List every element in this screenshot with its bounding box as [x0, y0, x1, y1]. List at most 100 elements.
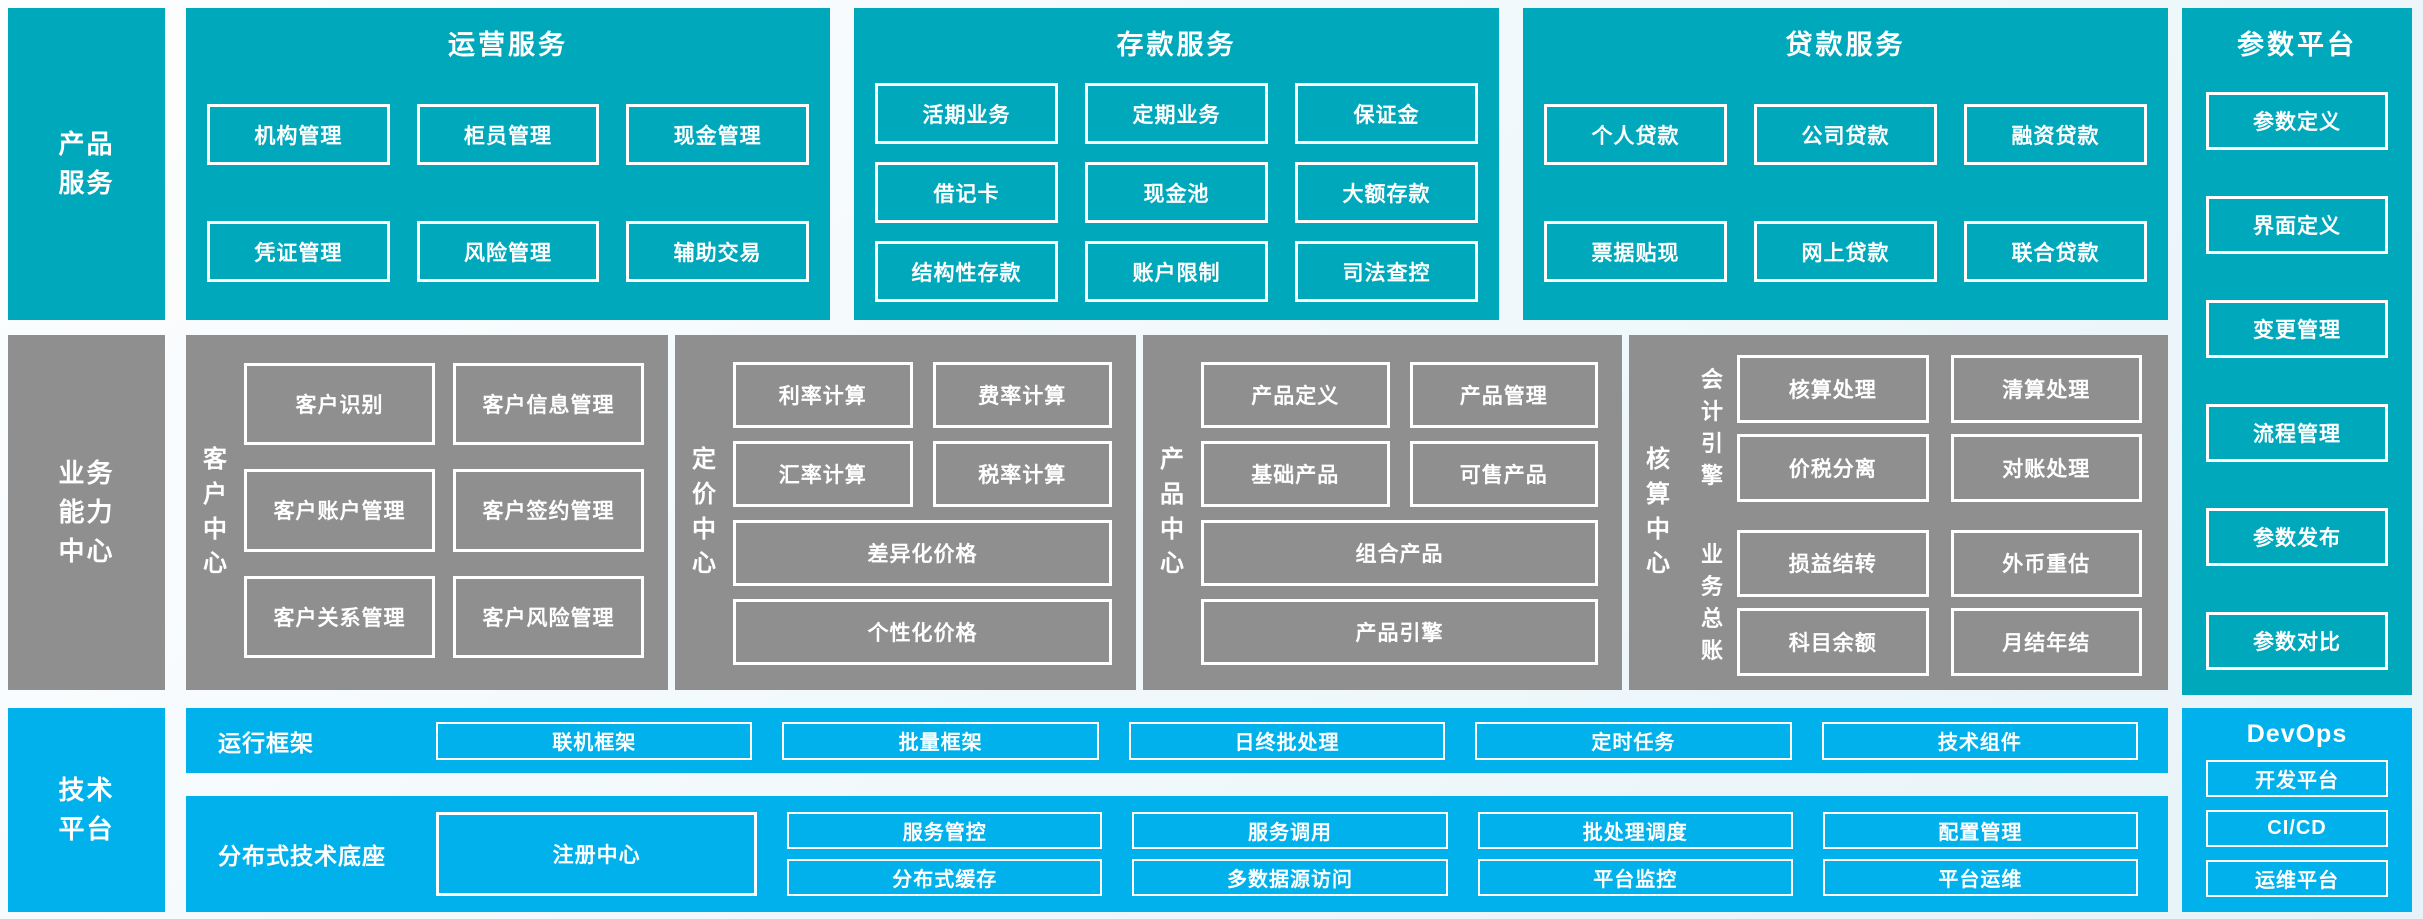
diagram-box: 损益结转 — [1737, 529, 1929, 598]
diagram-box: 客户信息管理 — [453, 363, 644, 446]
vertical-label-accounting-center: 核算中心 — [1646, 445, 1670, 578]
accounting-group-ledger: 业务总账 损益结转 外币重估 科目余额 月结年结 — [1687, 529, 2142, 676]
diagram-box: 服务调用 — [1132, 812, 1448, 849]
diagram-box: 辅助交易 — [626, 221, 809, 282]
accounting-groups: 会计引擎 核算处理 清算处理 价税分离 对账处理 业务总账 损益结转 外币重估 … — [1687, 335, 2168, 690]
pricing-center-grid: 利率计算 费率计算 汇率计算 税率计算 差异化价格 个性化价格 — [733, 335, 1136, 690]
band-distributed-base: 分布式技术底座 注册中心 服务管控 分布式缓存 服务调用 多数据源访问 批处理调… — [186, 796, 2168, 912]
section-title-devops: DevOps — [2246, 720, 2348, 748]
section-operations: 运营服务 机构管理 柜员管理 现金管理 凭证管理 风险管理 辅助交易 — [186, 8, 830, 320]
diagram-box: 配置管理 — [1822, 812, 2139, 849]
diagram-box: 产品引擎 — [1201, 599, 1598, 665]
vertical-label-product-center: 产品中心 — [1160, 445, 1184, 578]
distributed-col: 配置管理 平台运维 — [1822, 812, 2139, 896]
diagram-box: 差异化价格 — [733, 520, 1112, 586]
diagram-box: 平台运维 — [1822, 859, 2139, 896]
parameter-platform-stack: 参数定义 界面定义 变更管理 流程管理 参数发布 参数对比 — [2182, 92, 2412, 670]
operations-grid: 机构管理 柜员管理 现金管理 凭证管理 风险管理 辅助交易 — [186, 104, 830, 282]
diagram-box: 运维平台 — [2206, 860, 2388, 897]
distributed-col: 服务调用 多数据源访问 — [1132, 812, 1448, 896]
diagram-box: 定期业务 — [1085, 83, 1268, 144]
distributed-base-items: 注册中心 服务管控 分布式缓存 服务调用 多数据源访问 批处理调度 平台监控 配… — [436, 812, 2168, 896]
product-center-label-col: 产品中心 — [1143, 335, 1201, 690]
diagram-box: 科目余额 — [1737, 608, 1929, 676]
diagram-box: 凭证管理 — [207, 221, 390, 282]
rail-business-capability: 业务 能力 中心 — [8, 335, 165, 690]
customer-center-label-col: 客户中心 — [186, 335, 244, 690]
diagram-box: 税率计算 — [932, 441, 1112, 507]
diagram-box: 界面定义 — [2206, 196, 2388, 254]
customer-center-grid: 客户识别 客户信息管理 客户账户管理 客户签约管理 客户关系管理 客户风险管理 — [244, 335, 668, 690]
distributed-base-label: 分布式技术底座 — [218, 843, 386, 869]
diagram-box: 联合贷款 — [1964, 221, 2147, 282]
section-accounting-center: 核算中心 会计引擎 核算处理 清算处理 价税分离 对账处理 业务总账 损 — [1629, 335, 2168, 690]
diagram-box: 公司贷款 — [1754, 104, 1937, 165]
product-center-grid: 产品定义 产品管理 基础产品 可售产品 组合产品 产品引擎 — [1201, 335, 1622, 690]
diagram-box: 机构管理 — [207, 104, 390, 165]
diagram-box: 核算处理 — [1737, 355, 1929, 423]
diagram-box: 外币重估 — [1950, 529, 2142, 598]
loans-grid: 个人贷款 公司贷款 融资贷款 票据贴现 网上贷款 联合贷款 — [1523, 104, 2168, 282]
accounting-engine-label-col: 会计引擎 — [1687, 355, 1737, 502]
diagram-box: 风险管理 — [416, 221, 600, 282]
section-pricing-center: 定价中心 利率计算 费率计算 汇率计算 税率计算 差异化价格 个性化价格 — [675, 335, 1136, 690]
diagram-box: 活期业务 — [875, 83, 1058, 144]
section-parameter-platform: 参数平台 参数定义 界面定义 变更管理 流程管理 参数发布 参数对比 — [2182, 8, 2412, 695]
rail-tech-platform: 技术 平台 — [8, 708, 165, 912]
diagram-box: 清算处理 — [1950, 355, 2142, 423]
section-title-parameter-platform: 参数平台 — [2237, 30, 2357, 60]
vertical-label-pricing-center: 定价中心 — [692, 445, 716, 578]
diagram-box: 网上贷款 — [1754, 221, 1937, 282]
accounting-group-engine: 会计引擎 核算处理 清算处理 价税分离 对账处理 — [1687, 355, 2142, 502]
diagram-box: 借记卡 — [875, 162, 1058, 223]
diagram-box: 个性化价格 — [733, 599, 1112, 665]
diagram-box: 现金池 — [1085, 162, 1268, 223]
section-deposits: 存款服务 活期业务 定期业务 保证金 借记卡 现金池 大额存款 结构性存款 账户… — [854, 8, 1499, 320]
diagram-box: 个人贷款 — [1544, 104, 1727, 165]
diagram-box: 服务管控 — [787, 812, 1103, 849]
diagram-box: 司法查控 — [1295, 241, 1478, 302]
diagram-box: 日终批处理 — [1128, 721, 1446, 760]
diagram-box: 保证金 — [1295, 83, 1478, 144]
diagram-box: 定时任务 — [1475, 721, 1792, 760]
section-title-deposits: 存款服务 — [1116, 30, 1237, 60]
diagram-box: 客户风险管理 — [453, 575, 644, 658]
diagram-box: 月结年结 — [1950, 608, 2142, 676]
distributed-col: 批处理调度 平台监控 — [1477, 812, 1793, 896]
diagram-box: 批处理调度 — [1477, 812, 1793, 849]
diagram-box: 客户识别 — [244, 363, 435, 446]
diagram-box: 技术组件 — [1821, 721, 2139, 760]
diagram-box: 结构性存款 — [875, 241, 1058, 302]
diagram-box: 客户关系管理 — [244, 575, 435, 658]
section-customer-center: 客户中心 客户识别 客户信息管理 客户账户管理 客户签约管理 客户关系管理 客户… — [186, 335, 668, 690]
vertical-label-business-ledger: 业务总账 — [1700, 541, 1723, 663]
diagram-box: 利率计算 — [733, 362, 913, 428]
diagram-box: 融资贷款 — [1964, 104, 2147, 165]
section-product-center: 产品中心 产品定义 产品管理 基础产品 可售产品 组合产品 产品引擎 — [1143, 335, 1622, 690]
diagram-box: 开发平台 — [2206, 760, 2388, 797]
diagram-box: 费率计算 — [932, 362, 1112, 428]
diagram-box: 注册中心 — [436, 812, 758, 896]
diagram-box: CI/CD — [2206, 810, 2388, 847]
rail-product-services: 产品 服务 — [8, 8, 165, 320]
distributed-col: 服务管控 分布式缓存 — [787, 812, 1103, 896]
diagram-box: 客户账户管理 — [244, 469, 435, 552]
accounting-center-label-col: 核算中心 — [1629, 335, 1687, 690]
diagram-box: 变更管理 — [2206, 300, 2388, 358]
diagram-box: 价税分离 — [1737, 433, 1929, 502]
diagram-box: 现金管理 — [626, 104, 809, 165]
diagram-box: 分布式缓存 — [787, 859, 1103, 896]
diagram-box: 联机框架 — [436, 721, 753, 760]
section-title-operations: 运营服务 — [448, 30, 568, 60]
diagram-box: 客户签约管理 — [453, 469, 644, 552]
vertical-label-accounting-engine: 会计引擎 — [1700, 367, 1723, 489]
diagram-box: 基础产品 — [1201, 441, 1390, 507]
devops-stack: 开发平台 CI/CD 运维平台 — [2182, 760, 2412, 897]
band-runtime-framework: 运行框架 联机框架 批量框架 日终批处理 定时任务 技术组件 — [186, 708, 2168, 773]
diagram-box: 大额存款 — [1295, 162, 1478, 223]
diagram-box: 账户限制 — [1085, 241, 1268, 302]
diagram-box: 对账处理 — [1950, 433, 2142, 502]
diagram-box: 参数定义 — [2206, 92, 2388, 150]
diagram-box: 参数发布 — [2206, 508, 2388, 566]
